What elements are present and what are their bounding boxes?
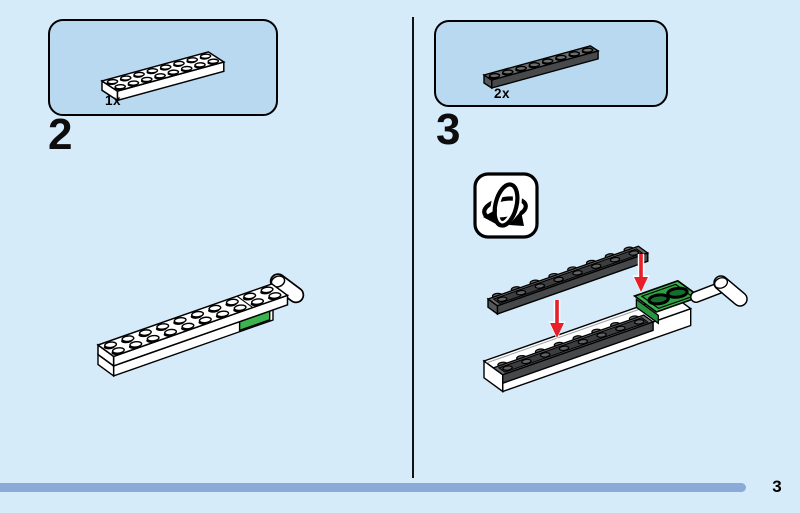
placement-arrow-left bbox=[548, 300, 566, 340]
dark-plate-attached bbox=[491, 314, 653, 385]
placement-arrow-right bbox=[632, 254, 650, 294]
dark-plate-floating bbox=[486, 245, 648, 316]
white-handle-piece bbox=[690, 275, 748, 307]
part-count-label: 1x bbox=[105, 93, 122, 108]
step-2-number: 2 bbox=[48, 110, 73, 159]
white-plate-top-face bbox=[98, 284, 288, 357]
green-plate-underside bbox=[635, 281, 700, 325]
rotate-model-icon bbox=[473, 172, 539, 239]
panel-divider bbox=[412, 17, 415, 478]
white-plate-2x8-part-illustration bbox=[50, 21, 275, 102]
step-3-number: 3 bbox=[436, 105, 461, 154]
step-3-parts-box: 2x bbox=[434, 20, 668, 107]
white-handle-piece bbox=[269, 273, 305, 304]
progress-bar bbox=[0, 483, 746, 492]
dark-gray-plate-1x8-part-illustration bbox=[436, 22, 665, 90]
step-2-parts-box: 1x bbox=[48, 19, 278, 116]
step-3-assembly-illustration bbox=[468, 245, 748, 393]
step-2-assembly-illustration bbox=[88, 273, 305, 378]
part-count-label: 2x bbox=[494, 86, 511, 101]
page-number: 3 bbox=[772, 477, 782, 496]
